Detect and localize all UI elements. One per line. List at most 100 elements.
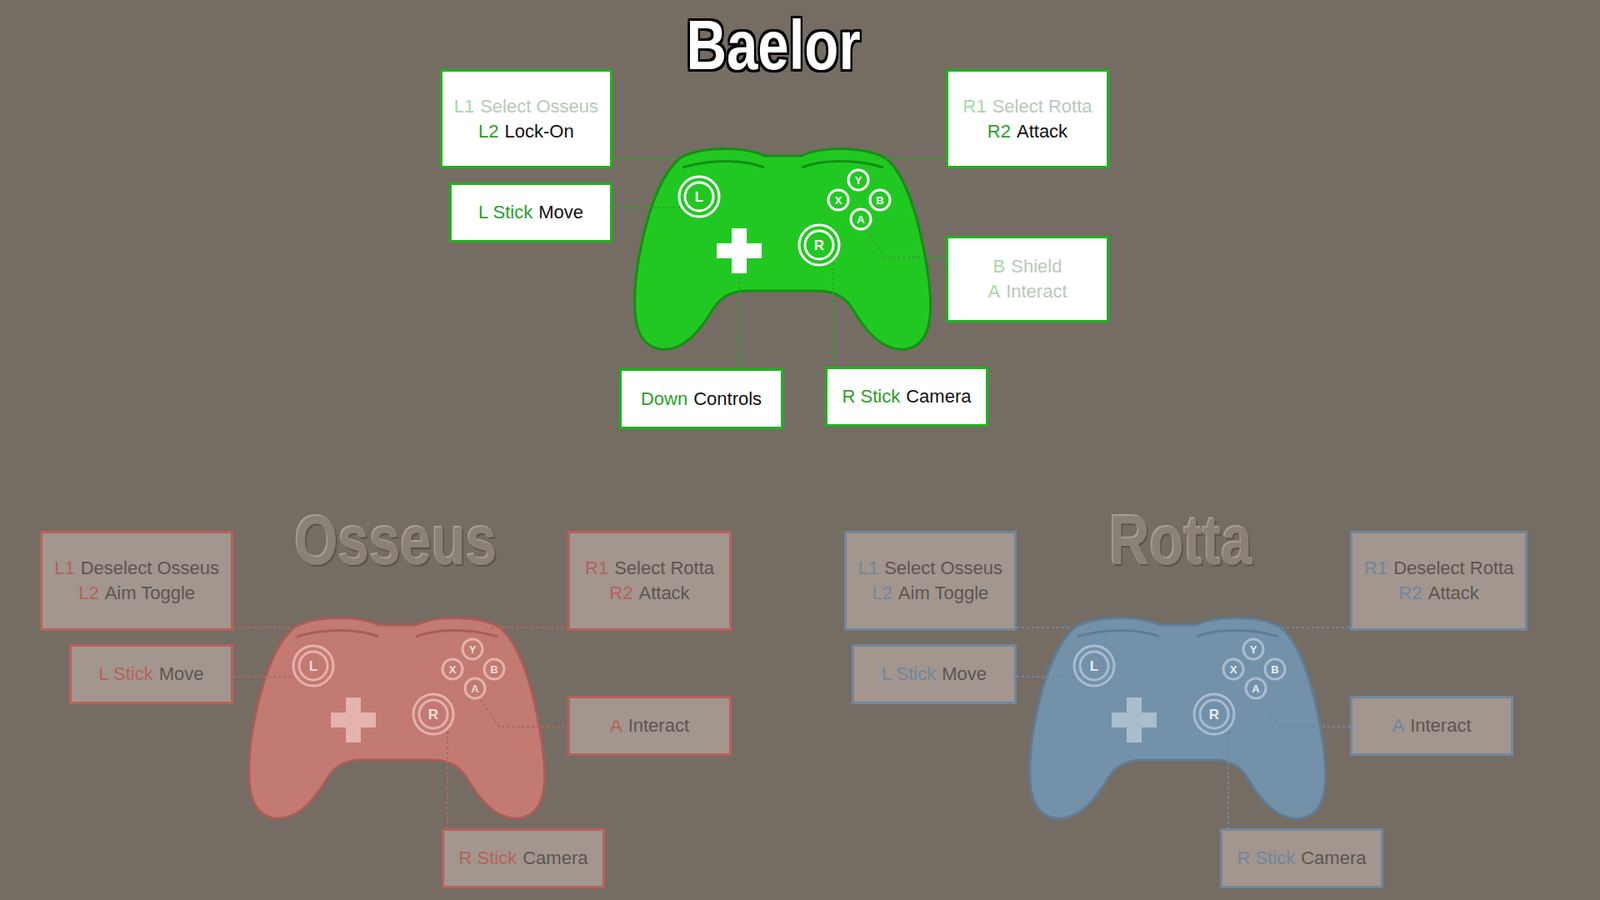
control-line: R StickCamera [842,384,972,410]
leader-lines [612,158,946,369]
control-line: R1Select Rotta [585,555,715,581]
control-line: R StickCamera [1237,845,1367,871]
leader-line [1227,731,1230,829]
button-name: L1 [454,95,475,117]
action-name: Move [159,663,205,685]
controller [249,618,545,820]
control-line: R1Deselect Rotta [1364,555,1514,581]
action-name: Interact [1005,280,1067,302]
action-name: Attack [1016,120,1068,142]
button-letter: A [1251,683,1260,695]
button-letter: Y [855,175,863,186]
callout-box: L StickMove [449,182,613,243]
action-name: Deselect Rotta [1393,557,1514,579]
button-letter: Y [1250,644,1258,655]
button-name: R2 [609,582,633,604]
button-name: R1 [963,95,987,117]
action-name: Select Osseus [884,557,1003,579]
control-line: R2Attack [987,119,1068,145]
callout-box: R1Select RottaR2Attack [567,530,732,631]
button-letter: R [428,707,439,722]
action-name: Interact [628,715,690,736]
control-line: AInteract [610,713,690,739]
action-name: Select Rotta [992,95,1093,117]
section-heading: Osseus [295,501,498,579]
button-name: L2 [478,120,499,142]
button-name: R1 [585,557,609,579]
button-name: R2 [1399,582,1423,604]
button-name: L1 [54,557,75,579]
control-line: L2 Lock-On [478,119,575,145]
leader-line [612,157,677,160]
control-line: L1Select Osseus [858,555,1003,581]
control-line: R1Select Rotta [963,94,1093,120]
controller-body [635,149,931,350]
leader-line [1261,700,1350,727]
control-line: L StickMove [881,661,987,687]
leader-line [866,230,946,258]
button-letter: L [1090,659,1099,674]
callout-box: R1Select RottaR2Attack [945,69,1110,169]
action-name: Aim Toggle [898,582,989,604]
action-name: Shield [1010,255,1062,277]
callout-box: R StickCamera [1220,828,1384,889]
button-letter: B [490,664,498,675]
button-letter: L [309,659,318,674]
controller-buttons [679,170,890,274]
control-line: L1Select Osseus [454,94,599,120]
controller-body [249,618,545,820]
action-name: Lock-On [505,120,575,142]
control-line: AInteract [1391,713,1471,739]
leader-line [446,731,449,829]
button-letter: R [814,238,825,253]
button-name: A [1391,715,1405,736]
button-name: A [987,280,1000,302]
button-name: B [993,255,1006,277]
controller [635,149,931,350]
control-line: AInteract [987,279,1067,305]
action-name: Aim Toggle [105,582,195,604]
button-name: L2 [78,582,99,604]
button-letter: L [695,190,704,205]
leader-line [233,626,291,629]
button-name: L Stick [98,663,153,685]
control-line: R StickCamera [459,845,589,871]
button-letter: X [1230,664,1238,675]
action-name: Move [538,201,584,223]
action-name: Camera [522,847,588,869]
button-letter: A [470,683,479,695]
leader-line [612,206,680,209]
leader-line [480,700,568,727]
button-name: L1 [858,557,879,579]
button-name: A [610,715,623,736]
title: Baelor [685,6,860,84]
leader-line [876,157,946,160]
control-line: L Stick Move [98,661,204,687]
callout-box: L1Deselect OsseusL2Aim Toggle [40,530,234,631]
controller-buttons [1074,639,1285,743]
action-name: Interact [1410,715,1471,736]
leader-lines [233,627,568,829]
leader-line [832,262,835,367]
control-line: L2 Aim Toggle [78,580,195,606]
callout-box: L Stick Move [69,644,234,705]
controller [1030,618,1326,820]
callout-box: R StickCamera [825,366,989,427]
action-name: Move [941,663,987,685]
callout-box: BShieldAInteract [945,235,1110,323]
callout-box: AInteract [567,695,732,756]
control-line: R2Attack [1399,580,1480,606]
action-name: Attack [638,582,690,604]
button-letter: B [875,195,884,206]
button-name: R Stick [1237,847,1296,869]
button-name: R2 [987,120,1011,142]
button-letter: X [835,195,843,206]
callout-box: L1Select OsseusL2 Lock-On [440,69,613,169]
leader-line [1271,626,1350,629]
leader-line [738,276,740,369]
callout-box: L StickMove [851,644,1017,705]
button-name: L2 [871,582,892,604]
callout-box: R1Deselect RottaR2Attack [1350,530,1528,631]
